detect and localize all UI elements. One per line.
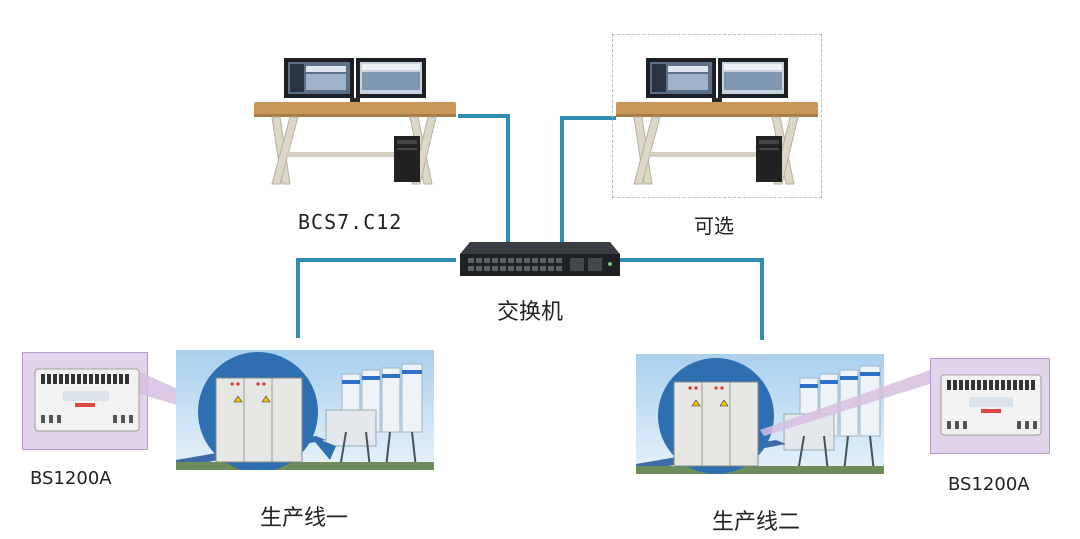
link-optional-workstation-v (560, 116, 564, 244)
controller-module-icon (940, 374, 1042, 436)
link-main-workstation-h (458, 114, 510, 118)
workstation-icon (254, 58, 456, 185)
line-one-label: 生产线一 (260, 506, 349, 531)
optional-workstation (612, 52, 822, 192)
controller-right-label: BS1200A (948, 474, 1030, 495)
link-line-two-v (760, 258, 764, 340)
network-switch-icon (460, 242, 620, 276)
main-workstation (250, 52, 460, 192)
link-line-two-h (620, 258, 764, 262)
line-two-label: 生产线二 (712, 510, 801, 535)
plant-line-one (176, 350, 434, 470)
main-workstation-label: BCS7.C12 (298, 210, 403, 234)
plant-line-two (636, 354, 884, 474)
controller-module-icon (34, 368, 140, 432)
controller-right-frame (930, 358, 1050, 454)
concrete-batching-plant-icon (636, 354, 884, 474)
optional-workstation-frame (612, 34, 822, 198)
workstation-icon (616, 58, 818, 185)
optional-workstation-label: 可选 (694, 214, 734, 238)
link-main-workstation-v (506, 114, 510, 244)
link-line-one-v (296, 258, 300, 338)
concrete-batching-plant-icon (176, 350, 434, 470)
link-optional-workstation-h (560, 116, 616, 120)
controller-left-frame (22, 352, 148, 450)
controller-left-label: BS1200A (30, 468, 112, 489)
callout-right (760, 368, 936, 436)
link-line-one-h (296, 258, 456, 262)
network-switch (458, 240, 622, 280)
switch-label: 交换机 (497, 300, 564, 325)
